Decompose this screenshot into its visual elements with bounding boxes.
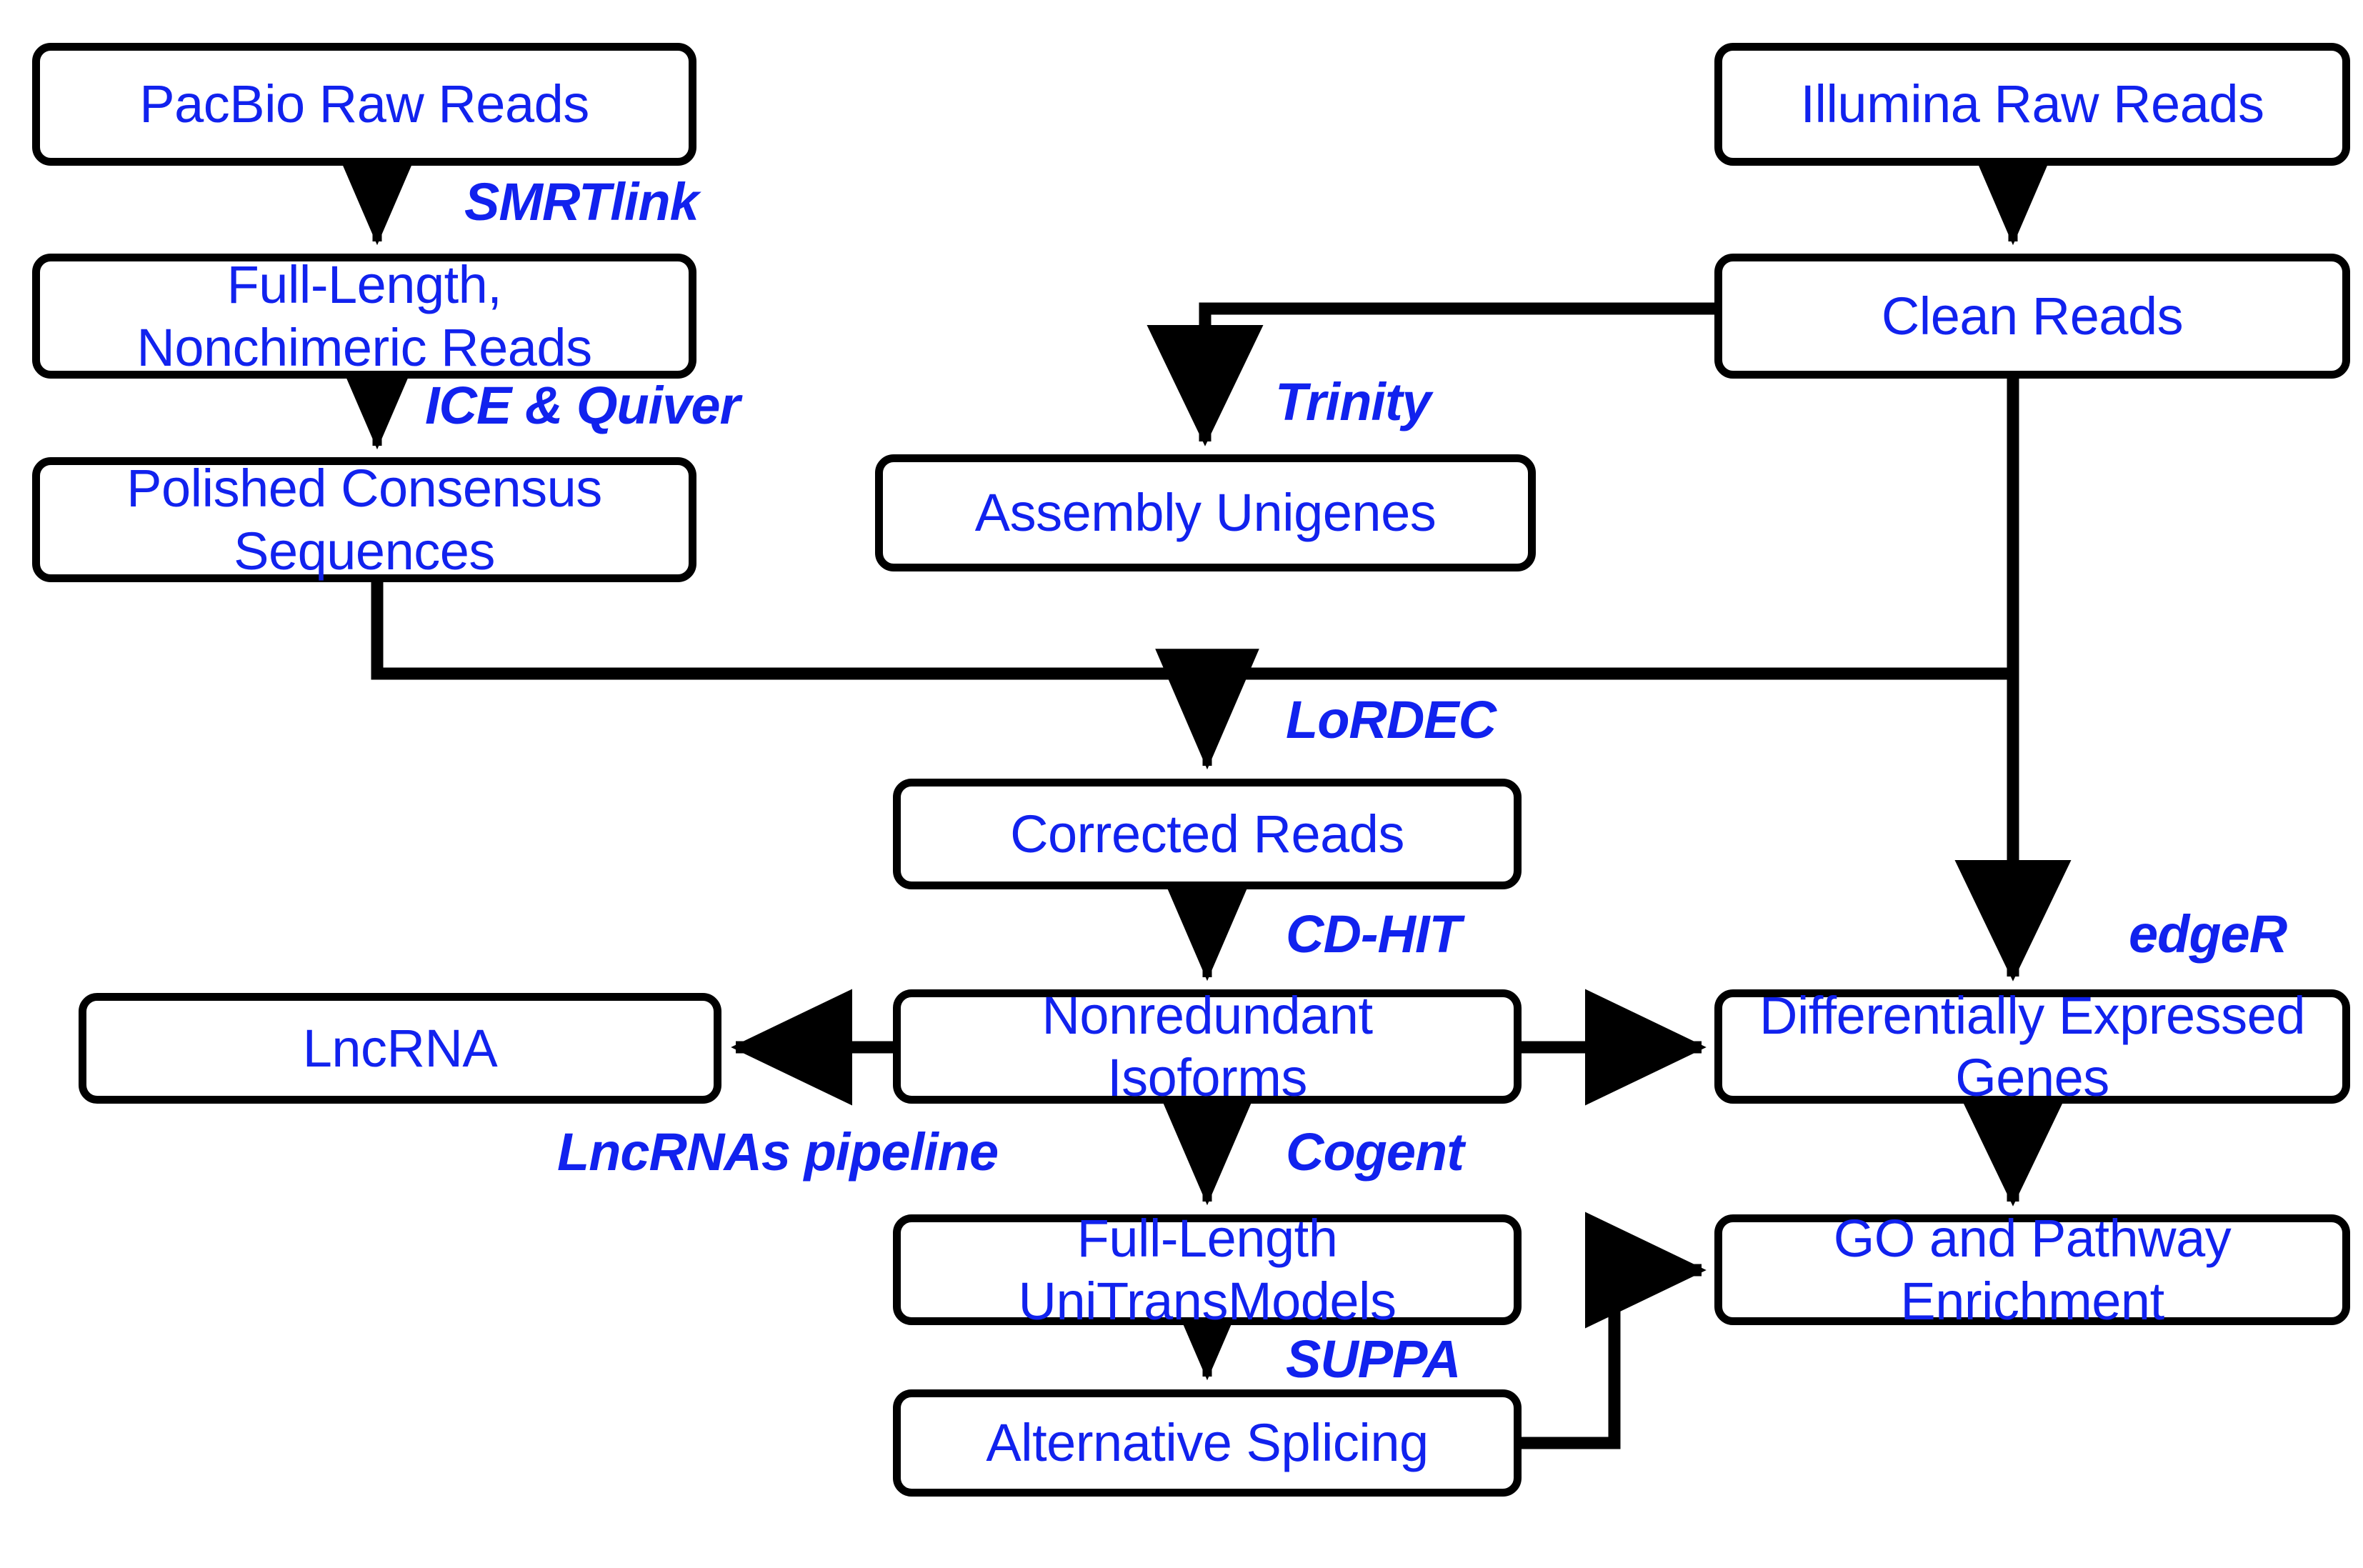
node-nonredundant-isoforms[interactable]: Nonredundant Isoforms [893, 986, 1522, 1107]
node-label: Differentially Expressed Genes [1759, 985, 2306, 1107]
node-differentially-expressed-genes[interactable]: Differentially Expressed Genes [1714, 986, 2350, 1107]
node-full-length-unitransmodels[interactable]: Full-Length UniTransModels [893, 1209, 1522, 1331]
node-corrected-reads[interactable]: Corrected Reads [893, 779, 1522, 889]
node-label: Alternative Splicing [986, 1413, 1429, 1473]
node-assembly-unigenes[interactable]: Assembly Unigenes [875, 454, 1536, 571]
node-polished-consensus-sequences[interactable]: Polished Consensus Sequences [32, 457, 696, 582]
connector-clean-to-assembly [1146, 302, 1714, 446]
connector-polished-to-bus [371, 582, 2009, 680]
connector-splicing-to-go [1522, 1212, 1707, 1449]
node-label: Full-Length UniTransModels [1018, 1209, 1397, 1331]
node-label: Clean Reads [1881, 286, 2184, 346]
edge-label-edger: edgeR [2129, 904, 2287, 964]
node-label: GO and Pathway Enrichment [1833, 1209, 2232, 1331]
node-label: Full-Length, Nonchimeric Reads [136, 255, 592, 377]
edge-label-trinity: Trinity [1275, 372, 1432, 431]
edge-label-lncrnas-pipeline: LncRNAs pipeline [557, 1122, 999, 1182]
node-clean-reads[interactable]: Clean Reads [1714, 254, 2350, 379]
node-label: LncRNA [302, 1018, 498, 1078]
edge-label-cd-hit: CD-HIT [1286, 904, 1462, 964]
node-label: Illumina Raw Reads [1800, 74, 2264, 134]
node-label: Polished Consensus Sequences [126, 459, 602, 581]
node-alternative-splicing[interactable]: Alternative Splicing [893, 1389, 1522, 1497]
node-label: Nonredundant Isoforms [1041, 985, 1373, 1107]
edge-label-smrtlink: SMRTlink [464, 172, 699, 231]
node-pacbio-raw-reads[interactable]: PacBio Raw Reads [32, 43, 696, 166]
node-label: Corrected Reads [1010, 804, 1404, 864]
edge-label-ice-and-quiver: ICE & Quiver [425, 376, 740, 435]
edge-label-lordec: LoRDEC [1286, 690, 1497, 749]
node-full-length-nonchimeric-reads[interactable]: Full-Length, Nonchimeric Reads [32, 254, 696, 379]
edge-label-cogent: Cogent [1286, 1122, 1464, 1182]
node-label: Assembly Unigenes [974, 483, 1437, 543]
node-go-and-pathway-enrichment[interactable]: GO and Pathway Enrichment [1714, 1209, 2350, 1331]
node-label: PacBio Raw Reads [139, 74, 589, 134]
node-illumina-raw-reads[interactable]: Illumina Raw Reads [1714, 43, 2350, 166]
edge-label-suppa: SUPPA [1286, 1329, 1461, 1389]
node-lncrna[interactable]: LncRNA [79, 993, 721, 1104]
